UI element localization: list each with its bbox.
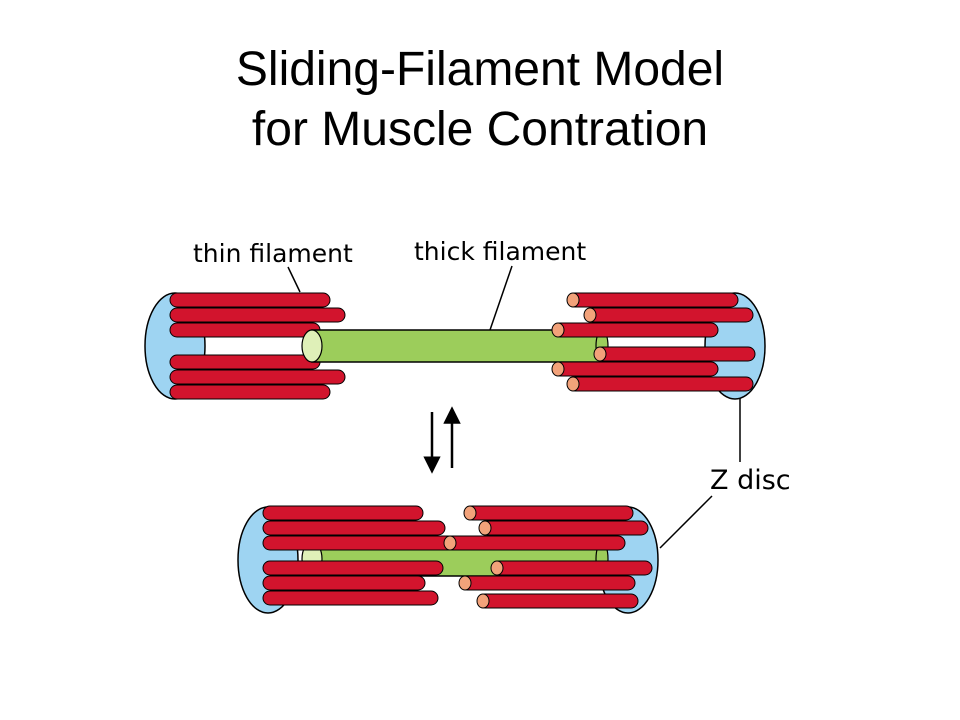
right-thin-filaments xyxy=(551,292,756,392)
left-thin-filaments-contracted xyxy=(262,505,469,606)
z-disc-label: Z disc xyxy=(710,465,791,496)
relaxed-sarcomere xyxy=(144,292,766,400)
title-line-2: for Muscle Contration xyxy=(251,103,709,156)
z-disc-leader-bottom xyxy=(659,495,713,549)
thick-filament-leader xyxy=(489,265,513,331)
thin-filament-label: thin filament xyxy=(193,239,353,268)
up-down-arrows-icon xyxy=(423,406,461,474)
thick-filament-label: thick filament xyxy=(414,237,586,266)
right-thin-filaments-contracted xyxy=(443,505,653,609)
contracted-sarcomere xyxy=(237,505,659,614)
left-thin-filaments xyxy=(169,292,346,400)
thin-filament-leader xyxy=(287,266,301,293)
page-title: Sliding-Filament Model for Muscle Contra… xyxy=(0,40,960,160)
thick-filament-end-left xyxy=(301,329,323,363)
title-line-1: Sliding-Filament Model xyxy=(235,43,725,96)
